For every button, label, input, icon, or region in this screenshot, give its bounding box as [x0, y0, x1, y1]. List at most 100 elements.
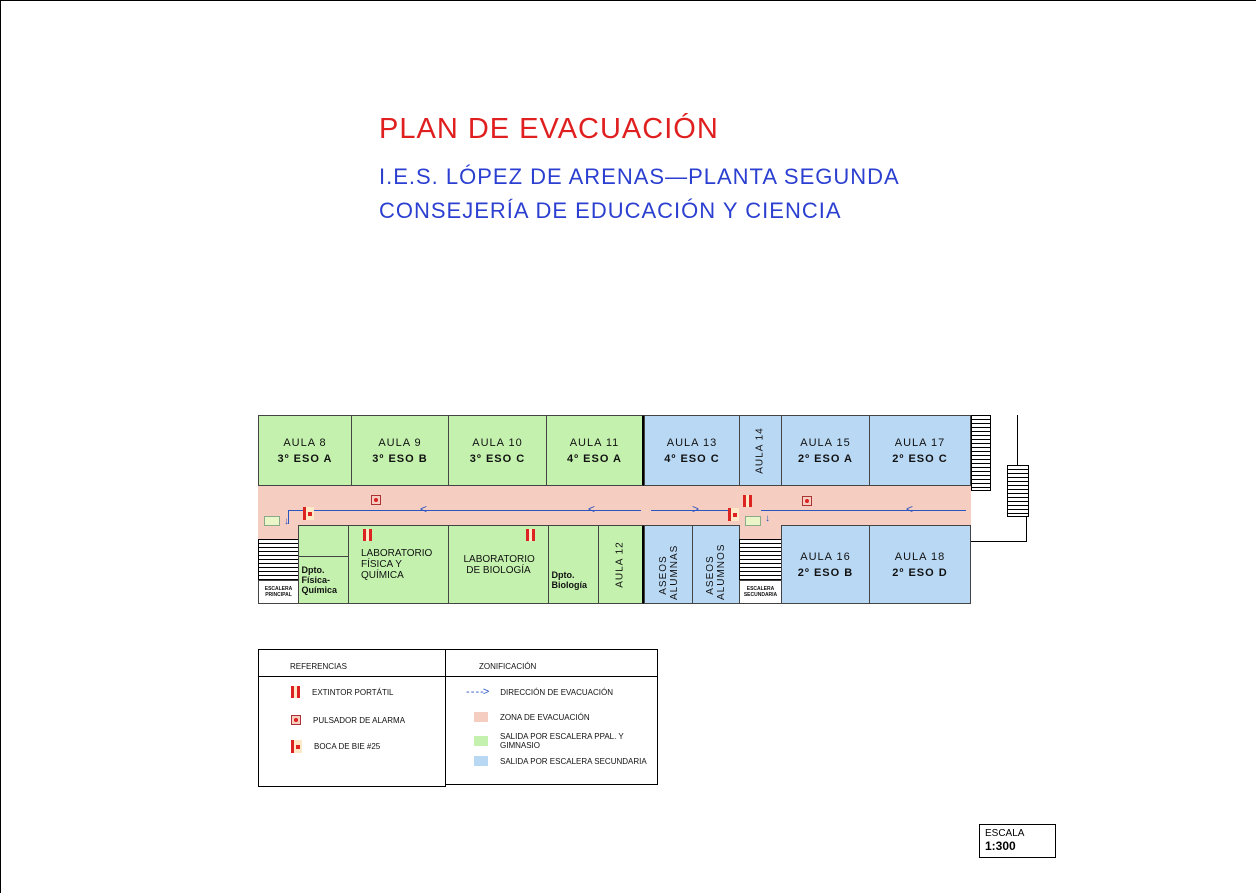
room-aseos-alumnos: ASEOS ALUMNOS: [692, 525, 740, 604]
alarm-button-icon: [291, 715, 301, 725]
exit-sign-icon: [745, 516, 761, 526]
room-group: 2º ESO C: [892, 452, 948, 465]
arrow-head-icon: <: [420, 502, 428, 516]
legend-item: ZONA DE EVACUACIÓN: [500, 712, 590, 722]
evacuation-corridor: [258, 485, 971, 526]
room-aula-12: AULA 12: [598, 525, 645, 604]
arrow-head-icon: ↓: [284, 516, 289, 527]
evacuation-arrow-right: [651, 510, 731, 511]
legend-item: BOCA DE BIE #25: [314, 742, 381, 751]
alarm-button-icon: [802, 496, 812, 506]
room-name: AULA 11: [569, 436, 620, 449]
main-stairs-label-box: ESCALERA PRINCIPAL: [258, 580, 299, 604]
divider: [446, 676, 657, 677]
fire-hose-icon: [291, 740, 302, 753]
green-swatch: [474, 736, 488, 746]
room-name: ASEOS ALUMNOS: [705, 543, 727, 600]
stairs-label: ESCALERA PRINCIPAL: [264, 586, 293, 598]
exterior-wall-line: [971, 541, 1027, 542]
room-group: 3º ESO C: [469, 452, 526, 465]
fire-hose-icon: [303, 507, 314, 520]
plan-title: PLAN DE EVACUACIÓN: [379, 113, 719, 145]
evacuation-arrow-down: [288, 510, 289, 524]
evacuation-arrow-left: [288, 510, 641, 511]
room-group: 3º ESO A: [277, 452, 333, 465]
divider: [259, 676, 445, 677]
legend-item: SALIDA POR ESCALERA SECUNDARIA: [500, 756, 647, 766]
room-name: AULA 12: [615, 541, 627, 588]
room-group: 2º ESO A: [797, 452, 853, 465]
room-dpto-fisica-quimica: Dpto. Física-Química: [298, 556, 349, 604]
extinguisher-icon: [743, 495, 752, 507]
room-name: AULA 14: [755, 427, 767, 474]
room-group: 4º ESO C: [664, 452, 720, 465]
room-name: ASEOS ALUMNAS: [657, 544, 680, 600]
room-aula-15: AULA 15 2º ESO A: [781, 415, 870, 486]
plan-subtitle-ministry: CONSEJERÍA DE EDUCACIÓN Y CIENCIA: [379, 198, 842, 223]
exit-sign-icon: [264, 516, 280, 526]
room-name: AULA 15: [800, 436, 851, 449]
room-name: AULA 17: [894, 436, 946, 449]
room-group: 4º ESO A: [566, 452, 622, 465]
room-name: LABORATORIO DE BIOLOGÍA: [463, 553, 535, 576]
corridor-stair-landing-secondary: [739, 525, 781, 539]
arrow-head-icon: >: [692, 502, 700, 516]
secondary-stairs-label-box: ESCALERA SECUNDARIA: [739, 580, 782, 604]
legend-item: EXTINTOR PORTÁTIL: [312, 687, 394, 697]
room-aula-14: AULA 14: [739, 415, 782, 486]
room-aula-10: AULA 10 3º ESO C: [448, 415, 547, 486]
blue-swatch: [474, 756, 488, 766]
dpto-fq-entry: [298, 525, 349, 557]
room-aula-9: AULA 9 3º ESO B: [351, 415, 449, 486]
room-name: Dpto. Biología: [551, 569, 588, 590]
room-name: AULA 8: [283, 436, 327, 449]
arrow-right-icon: - - - ->: [466, 686, 489, 698]
room-aula-18: AULA 18 2º ESO D: [869, 525, 971, 604]
arrow-head-icon: <: [906, 502, 914, 516]
arrow-head-icon: ↓: [765, 513, 770, 524]
secondary-stairs: [739, 539, 782, 581]
room-name: Dpto. Física-Química: [301, 565, 338, 595]
exterior-wall-line: [1017, 415, 1018, 465]
room-name: AULA 18: [894, 550, 946, 563]
room-aula-11: AULA 11 4º ESO A: [546, 415, 645, 486]
extinguisher-icon: [526, 529, 535, 541]
legend-item: SALIDA POR ESCALERA PPAL. Y GIMNASIO: [500, 732, 624, 750]
legend-item: DIRECCIÓN DE EVACUACIÓN: [500, 687, 614, 697]
legend-header: ZONIFICACIÓN: [479, 662, 537, 671]
evacuation-arrow-left-east: [761, 510, 966, 511]
legend-item: PULSADOR DE ALARMA: [313, 715, 406, 725]
pink-swatch: [474, 712, 488, 722]
room-aula-16: AULA 16 2º ESO B: [781, 525, 870, 604]
scale-label: ESCALA: [985, 828, 1025, 839]
main-stairs: [258, 539, 299, 581]
exterior-stair-tower: [1007, 465, 1029, 517]
room-dpto-biologia: Dpto. Biología: [548, 525, 599, 604]
room-aula-8: AULA 8 3º ESO A: [258, 415, 352, 486]
arrow-head-icon: <: [588, 502, 596, 516]
fire-hose-icon: [728, 508, 739, 521]
exterior-stairs: [971, 415, 991, 491]
scale-value: 1:300: [985, 839, 1016, 853]
room-aseos-alumnas: ASEOS ALUMNAS: [644, 525, 693, 604]
room-name: AULA 9: [378, 436, 422, 449]
room-group: 2º ESO D: [892, 566, 948, 579]
room-group: 2º ESO B: [797, 566, 854, 579]
extinguisher-icon: [363, 529, 372, 541]
room-aula-17: AULA 17 2º ESO C: [869, 415, 971, 486]
legend-referencias: REFERENCIAS EXTINTOR PORTÁTIL PULSADOR D…: [258, 649, 446, 787]
room-name: LABORATORIO FÍSICA Y QUÍMICA: [361, 548, 433, 581]
room-name: AULA 10: [472, 436, 523, 449]
stairs-label: ESCALERA SECUNDARIA: [743, 586, 778, 598]
room-group: 3º ESO B: [372, 452, 428, 465]
room-name: AULA 16: [800, 550, 851, 563]
plan-subtitle-school: I.E.S. LÓPEZ DE ARENAS—PLANTA SEGUNDA: [379, 164, 900, 189]
exterior-wall-line: [1026, 517, 1027, 542]
legend-zonificacion: ZONIFICACIÓN - - - -> DIRECCIÓN DE EVACUA…: [445, 649, 658, 785]
legend-header: REFERENCIAS: [290, 662, 347, 671]
alarm-button-icon: [371, 495, 381, 505]
extinguisher-icon: [291, 686, 300, 698]
corridor-stair-landing: [258, 525, 299, 539]
scale-box: ESCALA 1:300: [979, 824, 1056, 858]
